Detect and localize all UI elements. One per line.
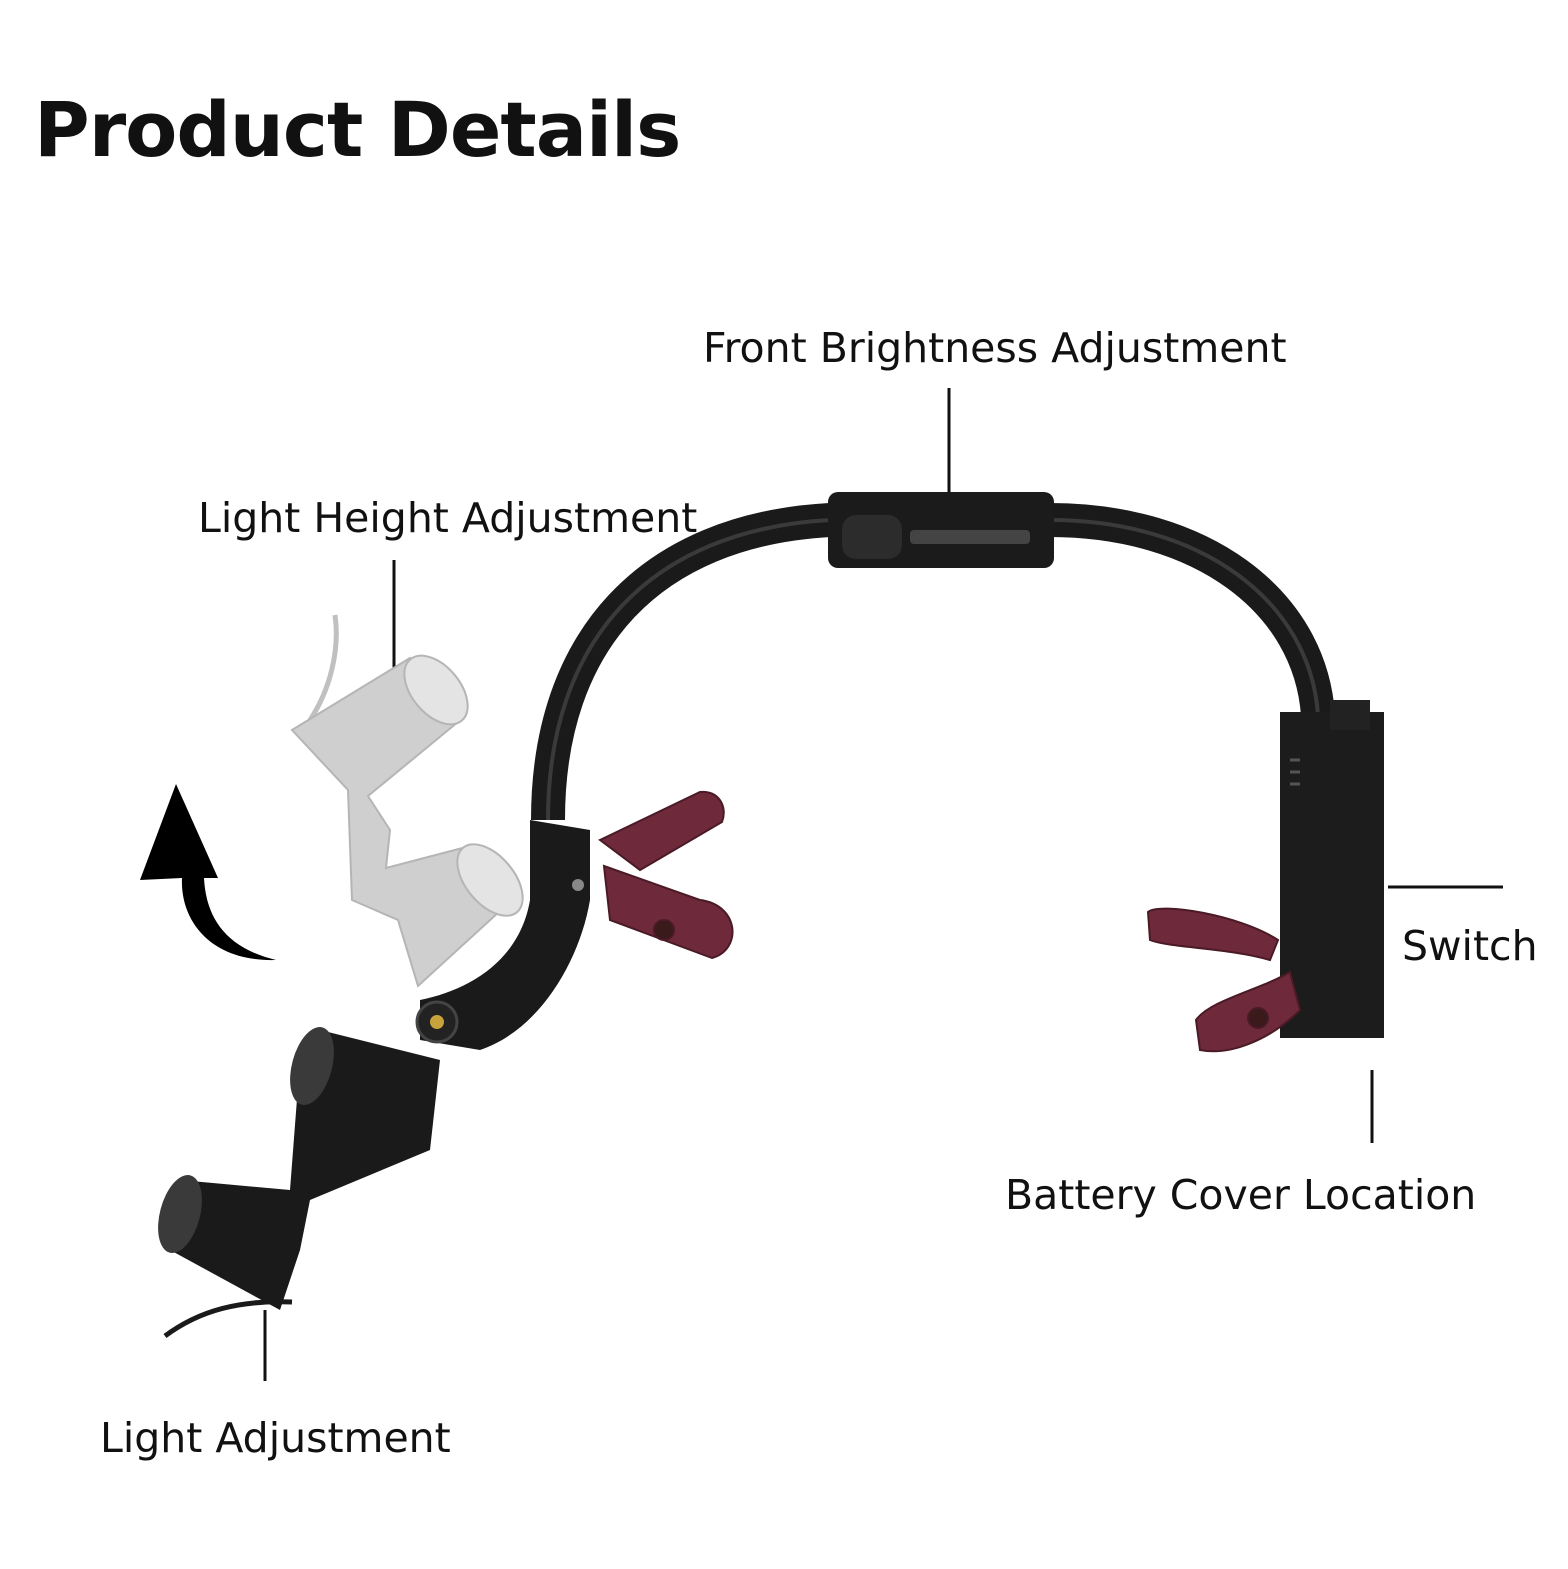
- callout-light-height-adjustment: Light Height Adjustment: [198, 494, 698, 542]
- brightness-slider-knob-icon: [842, 515, 902, 559]
- callout-battery-cover-location: Battery Cover Location: [1005, 1171, 1477, 1219]
- rotate-arrow-icon: [140, 784, 276, 961]
- page-title: Product Details: [34, 85, 681, 174]
- callout-light-adjustment: Light Adjustment: [100, 1414, 451, 1462]
- right-padding: [1146, 907, 1302, 1053]
- callout-front-brightness-adjustment: Front Brightness Adjustment: [703, 324, 1287, 372]
- ghost-lamp-raised: [290, 614, 524, 988]
- headband: [531, 492, 1335, 821]
- lamp-cable: [163, 1299, 293, 1339]
- left-hinge-arm: [415, 820, 590, 1050]
- battery-pack: [1280, 700, 1384, 1038]
- callout-switch: Switch: [1402, 922, 1538, 970]
- hinge-screw-icon: [430, 1015, 444, 1029]
- lamp-lowered: [158, 1027, 440, 1339]
- left-padding: [598, 790, 734, 960]
- lower-lens-icon: [158, 1175, 202, 1253]
- leader-lines: [263, 388, 1503, 1381]
- upper-lens-icon: [290, 1027, 334, 1105]
- switch-icon: [1330, 700, 1370, 730]
- brightness-slider-ridges: [910, 530, 1030, 544]
